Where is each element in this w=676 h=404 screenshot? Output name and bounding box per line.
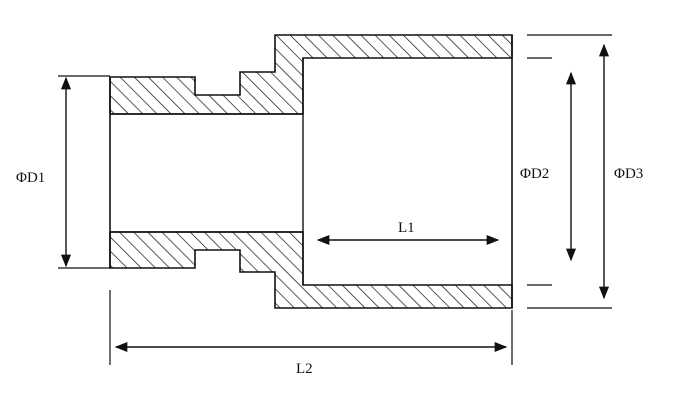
d2-label: ΦD2 [520, 166, 549, 182]
upper-wall-section [109, 34, 513, 115]
d1-label: ΦD1 [16, 170, 45, 186]
l2-label: L2 [296, 361, 313, 377]
l1-label: L1 [398, 220, 415, 236]
lower-wall-section [109, 231, 513, 309]
d3-label: ΦD3 [614, 166, 643, 182]
